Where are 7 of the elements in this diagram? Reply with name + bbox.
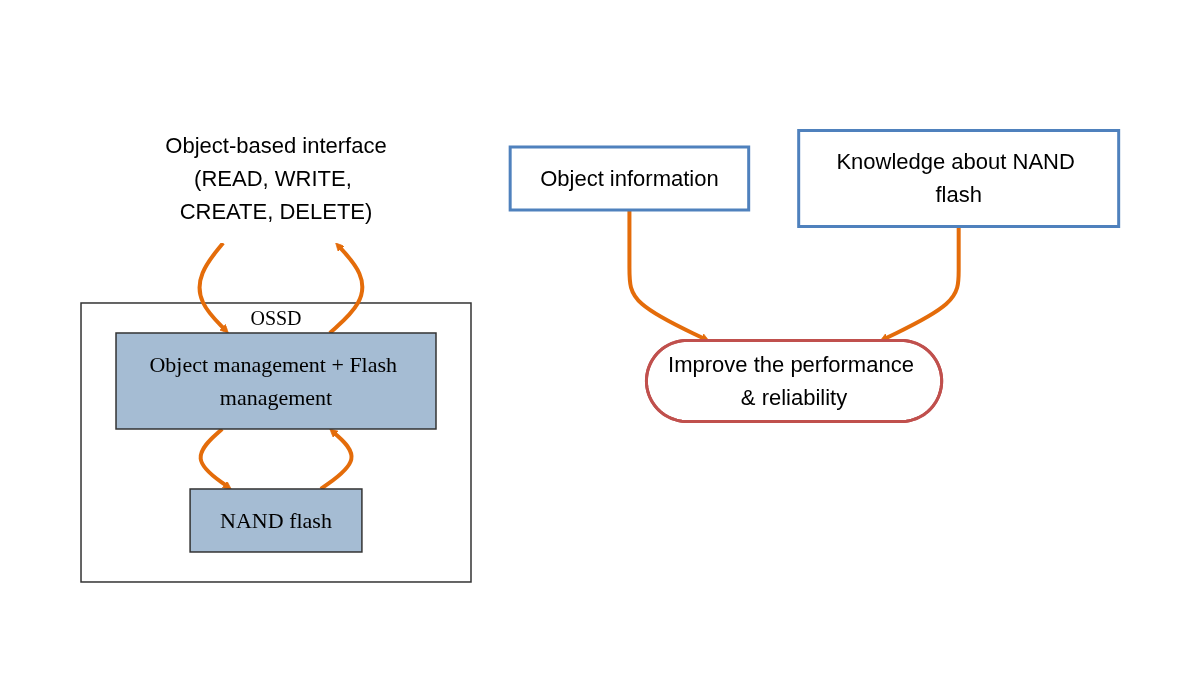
arrow — [197, 241, 229, 334]
node-box: Object information — [508, 145, 751, 212]
node-box: NAND flash — [189, 488, 363, 553]
arrow — [198, 427, 232, 490]
node-text: Object-based interface (READ, WRITE, CREATE, DELETE) — [165, 133, 387, 224]
node-box: Object management + Flash management — [115, 332, 437, 430]
node-box: Knowledge about NAND flash — [797, 129, 1121, 228]
